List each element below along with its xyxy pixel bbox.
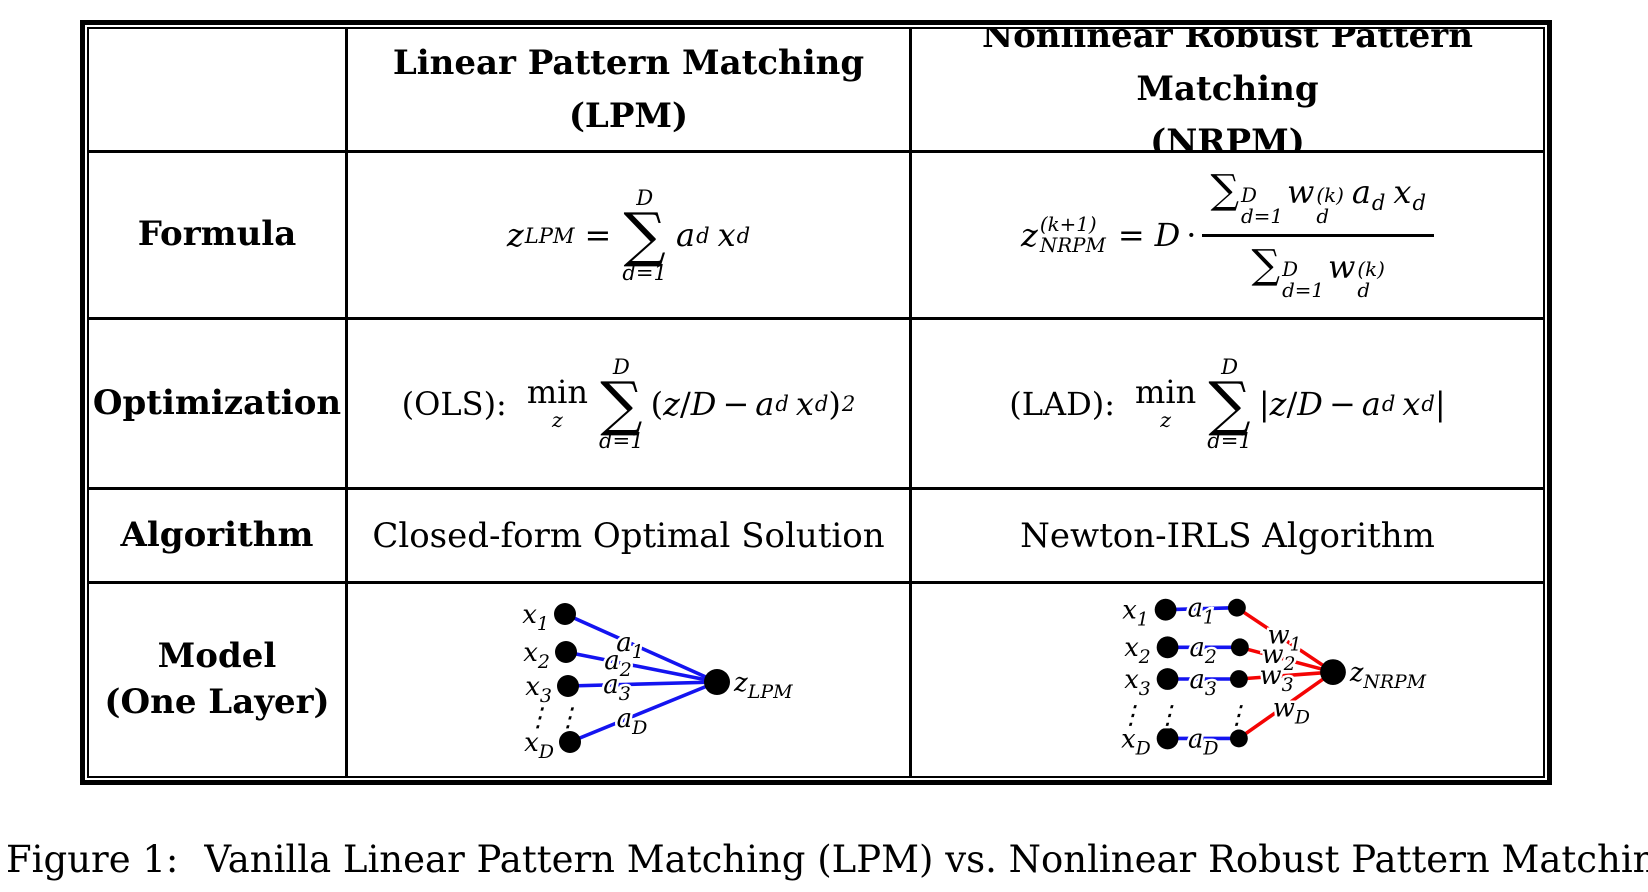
blue-edge: [566, 679, 719, 688]
neuron-node: [704, 668, 730, 695]
diagram-label: ⋮: [555, 703, 581, 733]
diagram-label: ⋮: [1155, 700, 1181, 730]
row-label-algorithm: Algorithm: [89, 490, 348, 584]
diagram-label: x1: [522, 600, 549, 635]
nrpm-algorithm-text: Newton-IRLS Algorithm: [912, 490, 1543, 584]
diagram-label: w1: [1267, 620, 1301, 655]
red-edge: [1238, 645, 1335, 674]
diagram-label: a2: [1190, 633, 1217, 668]
diagram-label: x3: [525, 672, 552, 707]
neuron-node: [1156, 635, 1179, 658]
col-header-nrpm: Nonlinear Robust Pattern Matching (NRPM): [912, 29, 1543, 153]
row-label-optimization: Optimization: [89, 320, 348, 490]
diagram-label: a3: [603, 670, 631, 705]
neuron-node: [1229, 669, 1248, 688]
corner-cell: [89, 29, 348, 153]
comparison-table: Linear Pattern Matching (LPM) Nonlinear …: [80, 20, 1552, 785]
red-edge: [1235, 605, 1335, 674]
neuron-node: [557, 674, 579, 697]
neuron-node: [554, 602, 576, 625]
col-header-nrpm-line2: (NRPM): [1150, 121, 1305, 153]
diagram-label: a1: [616, 628, 644, 663]
neuron-node: [1156, 727, 1179, 749]
figure-caption-text: Vanilla Linear Pattern Matching (LPM) vs…: [204, 838, 1648, 881]
diagram-label: w3: [1260, 660, 1294, 695]
diagram-label: ⋮: [1118, 700, 1144, 730]
diagram-label: aD: [1188, 724, 1218, 759]
diagram-label: w2: [1261, 640, 1295, 675]
neuron-node: [559, 730, 581, 753]
diagram-label: wD: [1273, 693, 1310, 728]
row-label-formula: Formula: [89, 153, 348, 320]
neuron-node: [555, 640, 577, 663]
diagram-label: xD: [524, 728, 554, 763]
row-label-model-line1: Model: [157, 636, 277, 677]
diagram-label: x2: [1124, 633, 1151, 668]
diagram-label: x1: [1122, 595, 1149, 630]
neuron-node: [1229, 729, 1248, 747]
neuron-node: [1320, 658, 1346, 685]
blue-edge: [564, 649, 719, 684]
col-header-lpm-line2: (LPM): [568, 95, 689, 136]
neuron-node: [1156, 667, 1179, 690]
diagram-label: x2: [523, 638, 550, 673]
blue-edge: [1163, 605, 1239, 611]
blue-edge: [568, 679, 719, 744]
lpm-algorithm-text: Closed-form Optimal Solution: [348, 490, 912, 584]
red-edge: [1237, 669, 1335, 740]
diagram-label: zNRPM: [1349, 657, 1427, 692]
diagram-label: x3: [1124, 664, 1151, 699]
diagram-label: ⋮: [1224, 700, 1250, 730]
col-header-lpm-line1: Linear Pattern Matching: [392, 42, 865, 83]
figure-caption: Figure 1: Vanilla Linear Pattern Matching…: [6, 838, 1648, 881]
neuron-node: [1154, 598, 1177, 621]
col-header-nrpm-line1: Nonlinear Robust Pattern Matching: [982, 29, 1473, 110]
diagram-label: a2: [604, 646, 632, 681]
row-label-model-line2: (One Layer): [104, 682, 330, 722]
row-label-model: Model (One Layer): [89, 584, 348, 776]
diagram-label: aD: [617, 704, 648, 739]
neuron-node: [1227, 598, 1246, 617]
blue-edge: [563, 611, 719, 684]
diagram-label: a1: [1188, 593, 1215, 628]
neuron-node: [1230, 637, 1249, 656]
diagram-label: zLPM: [733, 668, 793, 703]
col-header-lpm: Linear Pattern Matching (LPM): [348, 29, 912, 153]
diagram-label: xD: [1121, 724, 1151, 759]
red-edge: [1237, 669, 1335, 681]
diagram-label: a3: [1190, 664, 1217, 699]
diagram-label: ⋮: [525, 703, 551, 733]
figure-caption-prefix: Figure 1:: [6, 838, 179, 881]
